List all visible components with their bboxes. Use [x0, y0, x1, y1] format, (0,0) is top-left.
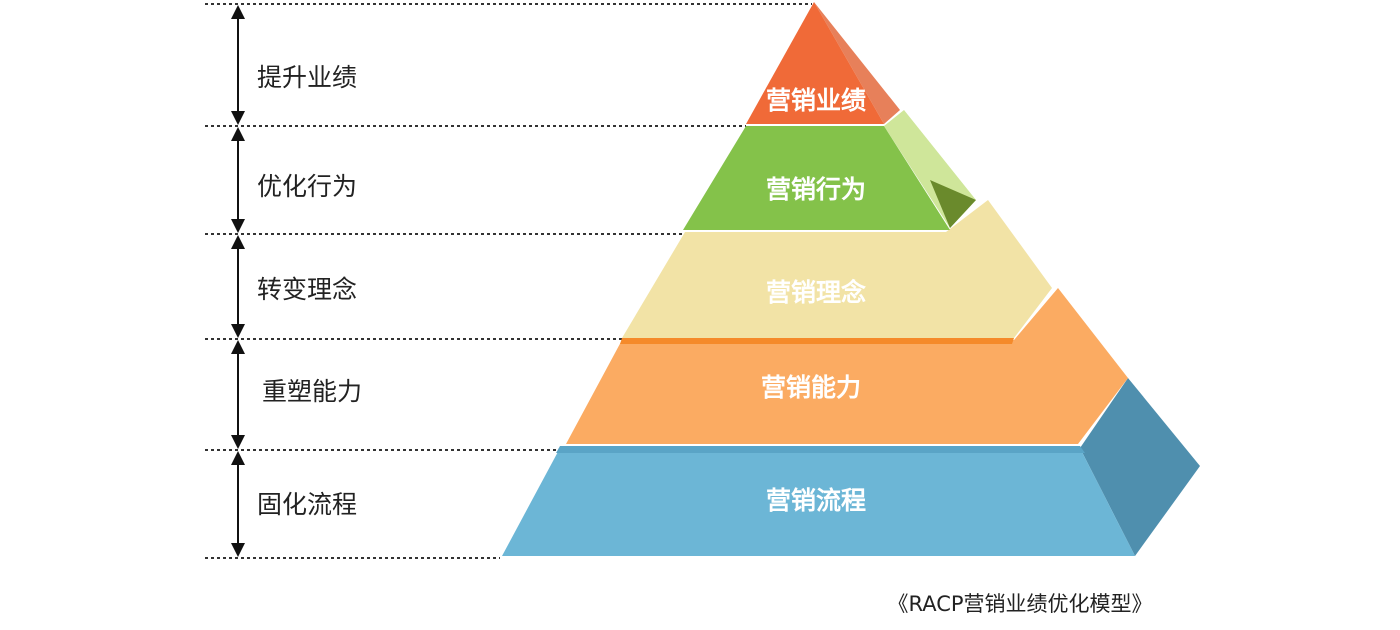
tier-front-face [622, 200, 1052, 338]
pyramid-tier-concept [622, 200, 1052, 338]
pyramid-tier-ability [566, 288, 1128, 444]
tier-side-face [1080, 378, 1200, 556]
pyramid-tier-performance [746, 2, 900, 124]
tier-label: 营销行为 [766, 175, 866, 204]
tier-side-shadow [930, 180, 976, 228]
tier-label: 营销流程 [766, 486, 866, 515]
pyramid [502, 2, 1200, 556]
pyramid-tier-process [502, 378, 1200, 556]
tier-side-face [814, 2, 900, 124]
tier-front-face [683, 126, 950, 230]
diagram-caption: 《RACP营销业绩优化模型》 [887, 592, 1153, 616]
tier-top-edge [620, 338, 1014, 344]
level-label: 重塑能力 [262, 377, 362, 406]
level-labels: 提升业绩 优化行为 转变理念 重塑能力 固化流程 [257, 63, 362, 519]
level-label: 优化行为 [257, 172, 357, 201]
tier-label: 营销业绩 [766, 86, 866, 115]
level-label: 固化流程 [257, 490, 357, 519]
level-label: 转变理念 [257, 275, 357, 304]
tier-label: 营销理念 [766, 278, 866, 307]
tier-front-face [566, 288, 1128, 444]
level-label: 提升业绩 [257, 63, 357, 92]
tier-label: 营销能力 [761, 373, 861, 402]
tier-labels: 营销业绩 营销行为 营销理念 营销能力 营销流程 [761, 86, 866, 515]
tier-front-face [746, 2, 884, 124]
tier-front-face [502, 448, 1135, 556]
level-dividers [205, 3, 812, 559]
tier-top-edge [556, 446, 1085, 453]
pyramid-tier-behavior [683, 110, 976, 230]
